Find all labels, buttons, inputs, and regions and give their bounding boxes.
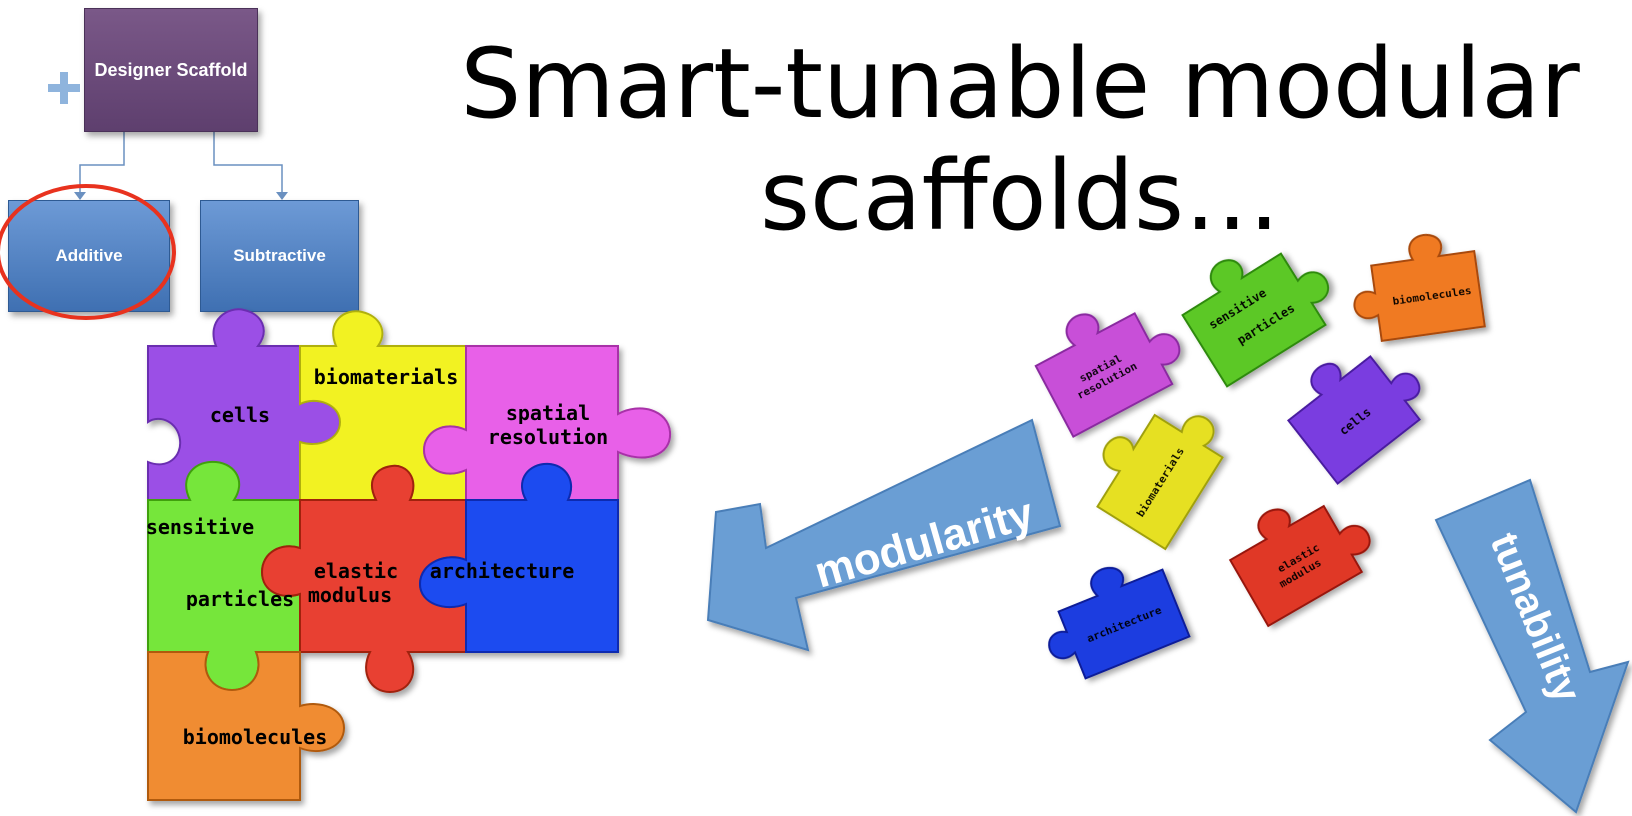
scattered-architecture: architecture (1048, 566, 1191, 680)
connector-arrowhead-additive (74, 192, 86, 200)
plus-icon (48, 72, 80, 104)
connector-arrowhead-subtractive (276, 192, 288, 200)
label-biomolecules: biomolecules (183, 725, 328, 749)
label-modulus: modulus (308, 583, 392, 607)
label-architecture: architecture (430, 559, 575, 583)
scattered-pieces: spatial resolution sensitive particles b… (1034, 233, 1486, 680)
label-resolution: resolution (488, 425, 608, 449)
designer-scaffold-box: Designer Scaffold (84, 8, 258, 132)
piece-architecture (418, 462, 619, 653)
additive-label: Additive (55, 246, 123, 265)
label-spatial: spatial (506, 401, 590, 425)
subtractive-label: Subtractive (233, 246, 326, 265)
modularity-arrow: modularity (706, 418, 1062, 652)
scattered-biomolecules: biomolecules (1353, 233, 1486, 342)
designer-scaffold-label: Designer Scaffold (94, 59, 248, 80)
connector-additive (79, 130, 125, 198)
label-sensitive: sensitive (146, 515, 254, 539)
scattered-cells: cells (1286, 355, 1422, 485)
label-elastic: elastic (314, 559, 398, 583)
additive-highlight-ring (0, 184, 176, 320)
title-line-2: scaffolds… (759, 140, 1281, 252)
additive-box: Additive (8, 200, 170, 312)
scattered-sensitive-particles: sensitive particles (1181, 252, 1329, 388)
label-cells: cells (210, 403, 270, 427)
assembled-labels: cells biomaterials spatial resolution se… (146, 365, 608, 749)
tunability-arrow: tunability (1434, 478, 1630, 814)
connector-subtractive (213, 130, 283, 198)
scattered-spatial-resolution: spatial resolution (1034, 312, 1181, 438)
assembled-puzzle (147, 308, 672, 801)
piece-biomolecules (147, 651, 346, 801)
subtractive-box: Subtractive (200, 200, 359, 312)
title-line-1: Smart-tunable modular (460, 28, 1580, 140)
scattered-elastic-modulus: elastic modulus (1228, 504, 1371, 628)
slide-title: Smart-tunable modular scaffolds… (420, 28, 1620, 252)
label-biomaterials: biomaterials (314, 365, 459, 389)
label-particles: particles (186, 587, 294, 611)
scattered-biomaterials: biomaterials (1096, 413, 1224, 551)
